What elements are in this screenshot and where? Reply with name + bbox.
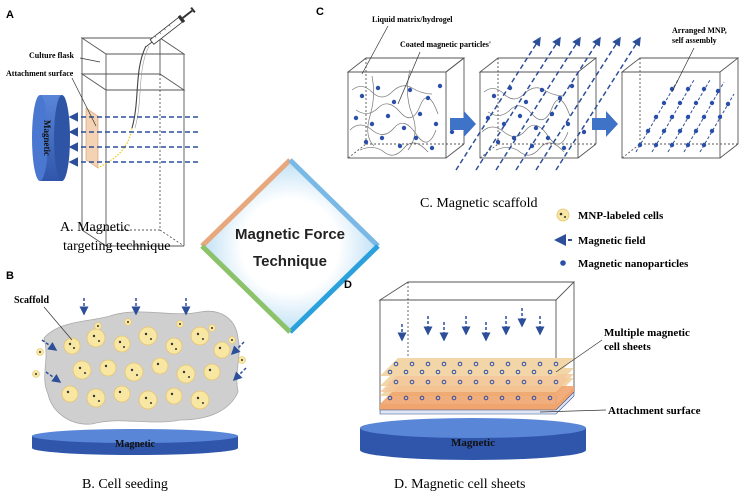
magnet-b: Magnetic [32, 429, 238, 455]
magnetic-field-arrows-b [41, 298, 247, 383]
magnet-d-label: Magnetic [451, 437, 495, 449]
panel-c-letter: C [316, 6, 324, 18]
legend-label-field: Magnetic field [578, 235, 646, 247]
free-cells [32, 318, 246, 378]
legend-label-cells: MNP-labeled cells [578, 210, 664, 222]
attachment-surface-label-d: Attachment surface [608, 405, 701, 417]
scaffold-label: Scaffold [14, 295, 49, 306]
panel-a-letter: A [6, 9, 14, 21]
legend-item-field: Magnetic field [554, 234, 646, 247]
culture-flask-label: Culture flask [29, 51, 75, 60]
coated-particles-label: Coated magnetic particles' [400, 40, 491, 49]
multiple-sheets-label-line2: cell sheets [604, 341, 651, 353]
dot-icon [560, 260, 566, 266]
magnet-a: Magnetic [32, 95, 70, 181]
center-diamond: Magnetic Force Technique [200, 158, 380, 334]
magnet-d: Magnetic [360, 418, 586, 460]
magnet-a-label: Magnetic [42, 120, 52, 156]
legend-label-nanoparticles: Magnetic nanoparticles [578, 258, 689, 270]
cell-icon [556, 208, 570, 222]
magnet-b-label: Magnetic [115, 439, 156, 450]
liquid-matrix-label: Liquid matrix/hydrogel [372, 15, 453, 24]
magnetic-field-arrows-c [455, 36, 641, 171]
panel-d-letter: D [344, 279, 352, 291]
caption-a-line1: A. Magnetic [60, 220, 130, 235]
panel-b-letter: B [6, 270, 14, 282]
polymer-chains [349, 69, 571, 156]
panel-c: C [316, 6, 740, 211]
caption-c: C. Magnetic scaffold [420, 196, 538, 211]
multiple-sheets-label-line1: Multiple magnetic [604, 327, 690, 339]
panel-d: D [344, 279, 701, 492]
attachment-surface-label-a: Attachment surface [6, 69, 74, 78]
panel-b: B [6, 270, 247, 492]
legend-item-cells: MNP-labeled cells [556, 208, 664, 222]
process-arrow-2 [592, 111, 618, 137]
culture-flask-box [80, 37, 186, 247]
magnetic-field-arrows-d [397, 308, 545, 342]
arranged-mnp-label-line1: Arranged MNP, [672, 26, 727, 35]
nanoparticles-aligned [635, 79, 735, 153]
scaffold-cell-nanoparticles [66, 332, 222, 404]
scaffold-box-2 [478, 57, 598, 159]
scaffold-cells [61, 326, 231, 410]
center-title-line1: Magnetic Force [235, 226, 345, 243]
legend: MNP-labeled cells Magnetic field Magneti… [554, 208, 689, 270]
caption-d: D. Magnetic cell sheets [394, 477, 525, 492]
cell-sheet-box [378, 281, 576, 410]
legend-item-nanoparticles: Magnetic nanoparticles [560, 258, 689, 270]
panel-a: A [6, 7, 198, 254]
sheet-nanoparticles [387, 361, 559, 401]
caption-a-line2: targeting technique [63, 239, 170, 254]
caption-b: B. Cell seeding [82, 477, 168, 492]
process-arrow-1 [450, 111, 476, 137]
arranged-mnp-label-line2: self assembly [672, 36, 717, 45]
center-title-line2: Technique [253, 253, 327, 270]
syringe-icon [97, 7, 196, 169]
cell-sheets-stack [379, 358, 575, 415]
